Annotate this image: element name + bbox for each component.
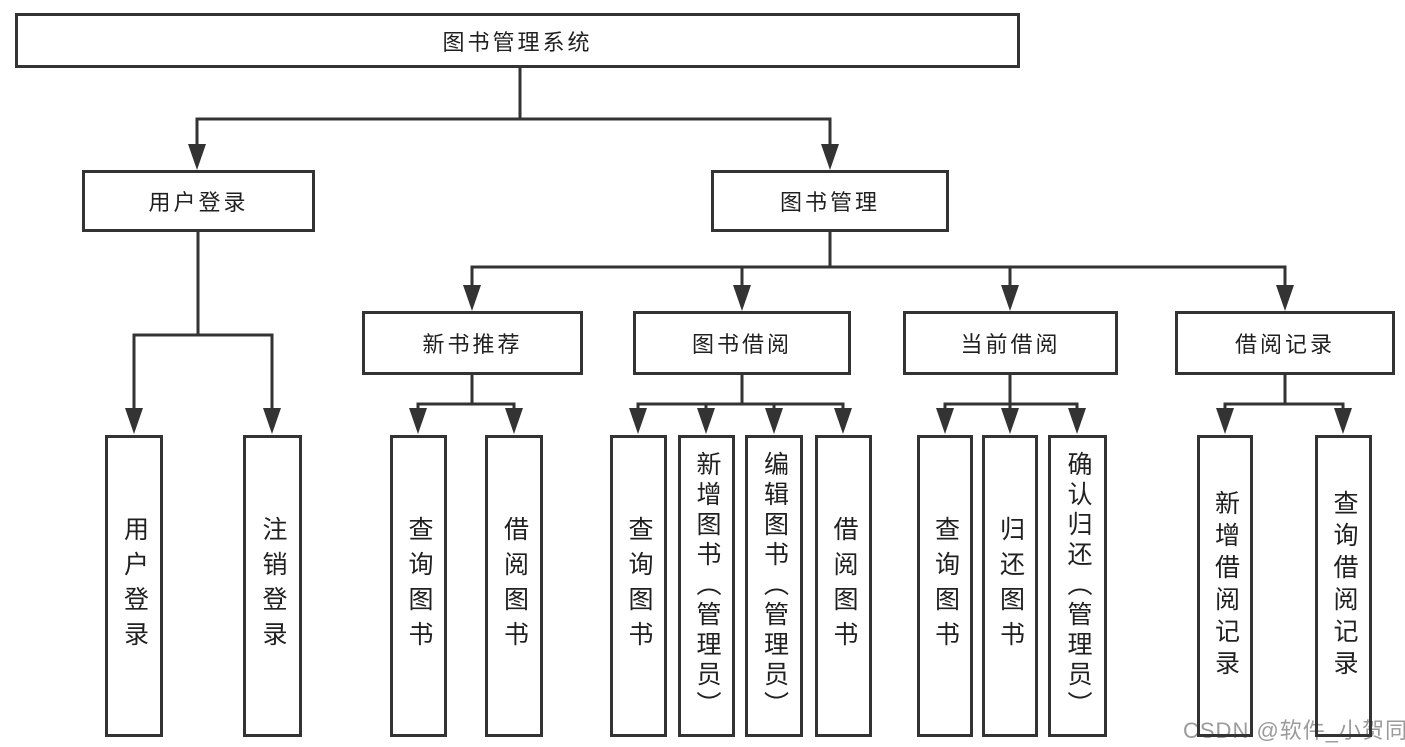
node-current-borrowing-label: 当前借阅	[960, 332, 1061, 357]
node-borrow-records: 借阅记录	[1175, 311, 1395, 375]
leaf-confirm-return-admin: 确认归还（管理员）	[1048, 435, 1107, 737]
node-user-login-label: 用户登录	[148, 190, 249, 215]
leaf-add-borrow-record-label: 新增借阅记录	[1211, 490, 1240, 682]
leaf-add-borrow-record: 新增借阅记录	[1197, 435, 1253, 737]
node-user-login: 用户登录	[82, 170, 315, 232]
leaf-borrow-books-recommend: 借阅图书	[485, 435, 543, 737]
leaf-return-books-label: 归还图书	[996, 516, 1025, 656]
leaf-edit-book-admin: 编辑图书（管理员）	[745, 435, 803, 737]
watermark: CSDN @软件_小贺同学	[1183, 718, 1405, 743]
leaf-query-borrow-record: 查询借阅记录	[1315, 435, 1372, 737]
leaf-add-book-admin: 新增图书（管理员）	[678, 435, 735, 737]
leaf-query-books-borrowing: 查询图书	[610, 435, 667, 737]
node-borrow-records-label: 借阅记录	[1234, 332, 1335, 357]
leaf-borrow-books-label: 借阅图书	[830, 516, 858, 656]
leaf-query-books-borrowing-label: 查询图书	[625, 516, 653, 656]
node-book-management-label: 图书管理	[779, 190, 880, 215]
node-book-borrowing-label: 图书借阅	[691, 332, 792, 357]
node-root: 图书管理系统	[15, 13, 1020, 68]
leaf-user-login: 用户登录	[105, 435, 163, 737]
leaf-return-books: 归还图书	[982, 435, 1038, 737]
leaf-confirm-return-admin-label: 确认归还（管理员）	[1064, 451, 1092, 721]
leaf-query-books-current: 查询图书	[917, 435, 973, 737]
node-new-book-recommend: 新书推荐	[362, 311, 583, 375]
leaf-query-books-recommend-label: 查询图书	[405, 516, 433, 656]
leaf-user-login-label: 用户登录	[120, 516, 149, 656]
node-book-borrowing: 图书借阅	[633, 311, 851, 375]
node-book-management: 图书管理	[711, 170, 949, 232]
node-root-label: 图书管理系统	[442, 29, 593, 55]
leaf-query-borrow-record-label: 查询借阅记录	[1330, 490, 1358, 682]
leaf-logout-label: 注销登录	[259, 516, 287, 656]
leaf-borrow-books-recommend-label: 借阅图书	[500, 516, 529, 656]
leaf-borrow-books: 借阅图书	[815, 435, 872, 737]
leaf-edit-book-admin-label: 编辑图书（管理员）	[760, 451, 789, 721]
leaf-logout: 注销登录	[243, 435, 302, 737]
leaf-query-books-current-label: 查询图书	[931, 516, 960, 656]
node-current-borrowing: 当前借阅	[903, 311, 1118, 375]
leaf-add-book-admin-label: 新增图书（管理员）	[693, 451, 721, 721]
leaf-query-books-recommend: 查询图书	[390, 435, 447, 737]
node-new-book-recommend-label: 新书推荐	[422, 332, 523, 357]
tree-arrowheads	[125, 144, 1352, 434]
